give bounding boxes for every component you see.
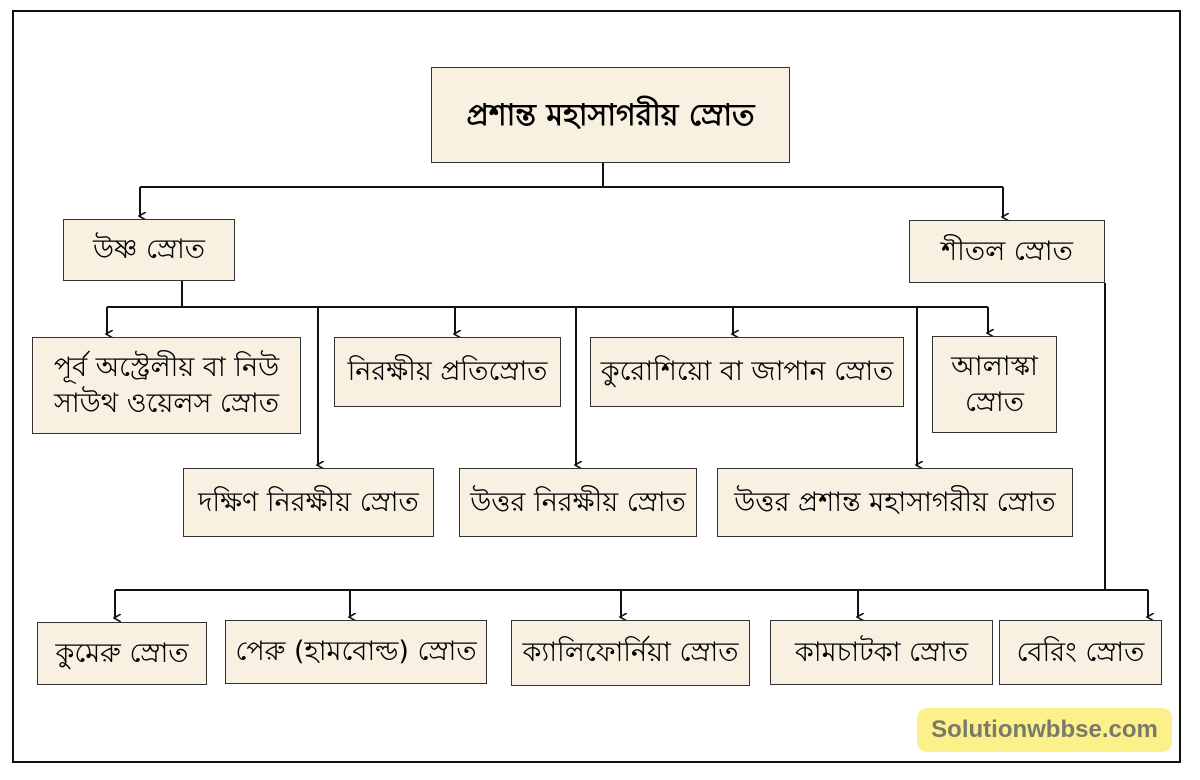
- warm-child-node: পূর্ব অস্ট্রেলীয় বা নিউ সাউথ ওয়েলস স্র…: [32, 337, 301, 434]
- cold-child-node: পেরু (হামবোল্ড) স্রোত: [225, 620, 487, 684]
- watermark: Solutionwbbse.com: [917, 708, 1172, 752]
- root-node: প্রশান্ত মহাসাগরীয় স্রোত: [431, 67, 790, 163]
- warm-child-node: নিরক্ষীয় প্রতিস্রোত: [334, 337, 561, 407]
- warm-child-node: উত্তর নিরক্ষীয় স্রোত: [459, 468, 697, 537]
- cold-child-node: বেরিং স্রোত: [999, 620, 1162, 685]
- warm-child-node: আলাস্কা স্রোত: [932, 336, 1057, 433]
- warm-current-node: উষ্ণ স্রোত: [63, 219, 235, 281]
- cold-current-node: শীতল স্রোত: [909, 220, 1105, 283]
- warm-child-node: উত্তর প্রশান্ত মহাসাগরীয় স্রোত: [717, 468, 1073, 537]
- warm-child-node: দক্ষিণ নিরক্ষীয় স্রোত: [183, 468, 434, 537]
- warm-child-node: কুরোশিয়ো বা জাপান স্রোত: [590, 337, 904, 407]
- cold-child-node: কামচাটকা স্রোত: [770, 620, 993, 685]
- cold-child-node: ক্যালিফোর্নিয়া স্রোত: [511, 620, 750, 686]
- cold-child-node: কুমেরু স্রোত: [37, 622, 207, 685]
- diagram-frame: [12, 10, 1181, 763]
